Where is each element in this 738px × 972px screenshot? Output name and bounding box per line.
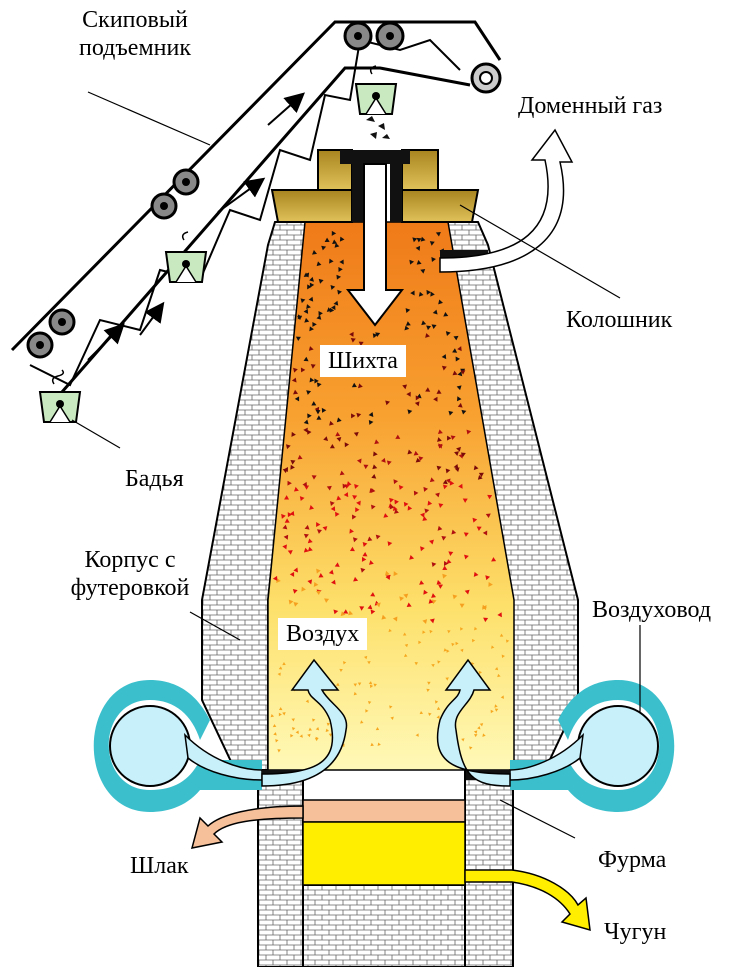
label-pig-iron: Чугун: [604, 918, 666, 946]
label-air-duct: Воздуховод: [592, 596, 711, 624]
label-top: Колошник: [566, 306, 672, 334]
pulley: [345, 23, 371, 49]
label-bucket: Бадья: [125, 465, 184, 493]
slag-layer: [303, 800, 465, 822]
pulley: [50, 310, 74, 334]
pulley: [174, 170, 198, 194]
bucket-icon: [166, 232, 206, 282]
falling-charge: [366, 116, 390, 139]
bucket-icon: [356, 66, 396, 114]
label-charge: Шихта: [320, 345, 406, 377]
pulley: [152, 194, 176, 218]
label-slag: Шлак: [130, 852, 189, 880]
pulley: [28, 333, 52, 357]
label-shell: Корпус с футеровкой: [60, 546, 200, 602]
iron-pool: [303, 822, 465, 885]
label-skip-hoist: Скиповый подъемник: [60, 6, 210, 62]
label-blast-gas: Доменный газ: [518, 92, 662, 120]
label-air: Воздух: [278, 618, 367, 650]
label-tuyere: Фурма: [598, 846, 666, 874]
pulley: [377, 23, 403, 49]
pulley: [472, 64, 500, 92]
